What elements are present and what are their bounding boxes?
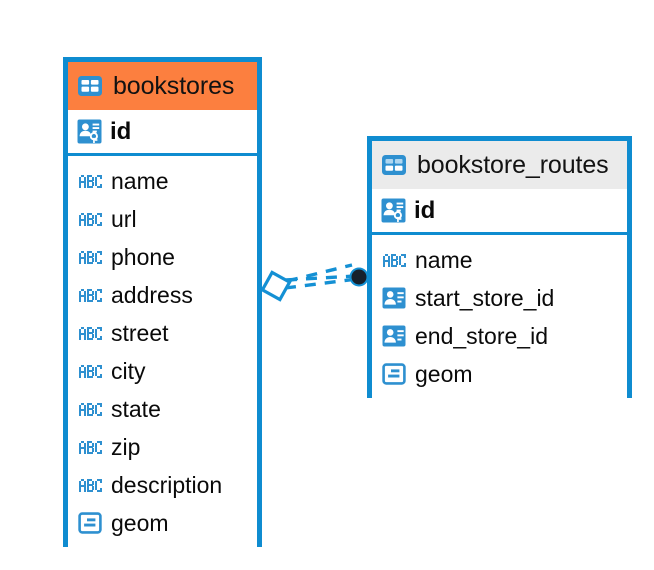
- primary-key-icon: [77, 119, 102, 144]
- field-label: city: [111, 357, 146, 384]
- abc-text-icon: [78, 364, 102, 378]
- abc-text-icon: [78, 212, 102, 226]
- field-row-city[interactable]: city: [68, 352, 257, 390]
- field-row-name[interactable]: name: [372, 241, 627, 279]
- abc-text-icon: [78, 440, 102, 454]
- field-row-zip[interactable]: zip: [68, 428, 257, 466]
- cardinality-diamond-icon: [260, 270, 292, 302]
- entity-header-bookstore-routes[interactable]: bookstore_routes: [372, 141, 627, 189]
- entity-fields-bookstore-routes: name start_store_id: [372, 235, 627, 400]
- field-label: start_store_id: [415, 284, 555, 311]
- abc-text-icon: [78, 478, 102, 492]
- field-row-state[interactable]: state: [68, 390, 257, 428]
- field-label: name: [111, 167, 169, 194]
- field-row-name[interactable]: name: [68, 162, 257, 200]
- table-icon: [381, 154, 407, 176]
- abc-text-icon: [382, 253, 406, 267]
- field-label: description: [111, 471, 223, 498]
- field-label: url: [111, 205, 137, 232]
- foreign-key-icon: [382, 325, 406, 347]
- entity-header-bookstores[interactable]: bookstores: [68, 62, 257, 110]
- field-row-geom[interactable]: geom: [372, 355, 627, 393]
- abc-text-icon: [78, 402, 102, 416]
- abc-text-icon: [78, 326, 102, 340]
- relationship-line-lower: [284, 277, 358, 290]
- field-row-primary-key[interactable]: id: [68, 110, 257, 156]
- field-row-url[interactable]: url: [68, 200, 257, 238]
- entity-title: bookstores: [113, 71, 235, 100]
- field-row-start-store-id[interactable]: start_store_id: [372, 279, 627, 317]
- field-row-description[interactable]: description: [68, 466, 257, 504]
- field-row-street[interactable]: street: [68, 314, 257, 352]
- field-label: phone: [111, 243, 175, 270]
- field-label: street: [111, 319, 169, 346]
- relationship-line-upper: [285, 274, 357, 282]
- relationship-line-apex: [286, 263, 353, 283]
- entity-bookstore-routes[interactable]: bookstore_routes id: [367, 136, 632, 400]
- table-icon: [77, 75, 103, 97]
- field-label: end_store_id: [415, 322, 548, 349]
- field-label: geom: [415, 360, 473, 387]
- entity-bookstores[interactable]: bookstores id: [63, 57, 262, 549]
- field-label: state: [111, 395, 161, 422]
- field-row-primary-key[interactable]: id: [372, 189, 627, 235]
- field-row-address[interactable]: address: [68, 276, 257, 314]
- field-row-phone[interactable]: phone: [68, 238, 257, 276]
- field-label: name: [415, 246, 473, 273]
- field-label: id: [414, 196, 436, 224]
- entity-fields-bookstores: name: [68, 156, 257, 549]
- field-row-geom[interactable]: geom: [68, 504, 257, 542]
- field-label: address: [111, 281, 193, 308]
- abc-text-icon: [78, 174, 102, 188]
- geometry-icon: [78, 512, 102, 534]
- field-label: geom: [111, 509, 169, 536]
- entity-title: bookstore_routes: [417, 150, 609, 179]
- geometry-icon: [382, 363, 406, 385]
- cardinality-dot-icon: [349, 267, 369, 287]
- abc-text-icon: [78, 288, 102, 302]
- field-label: zip: [111, 433, 141, 460]
- foreign-key-icon: [382, 287, 406, 309]
- abc-text-icon: [78, 250, 102, 264]
- primary-key-icon: [381, 198, 406, 223]
- field-row-end-store-id[interactable]: end_store_id: [372, 317, 627, 355]
- field-label: id: [110, 117, 132, 145]
